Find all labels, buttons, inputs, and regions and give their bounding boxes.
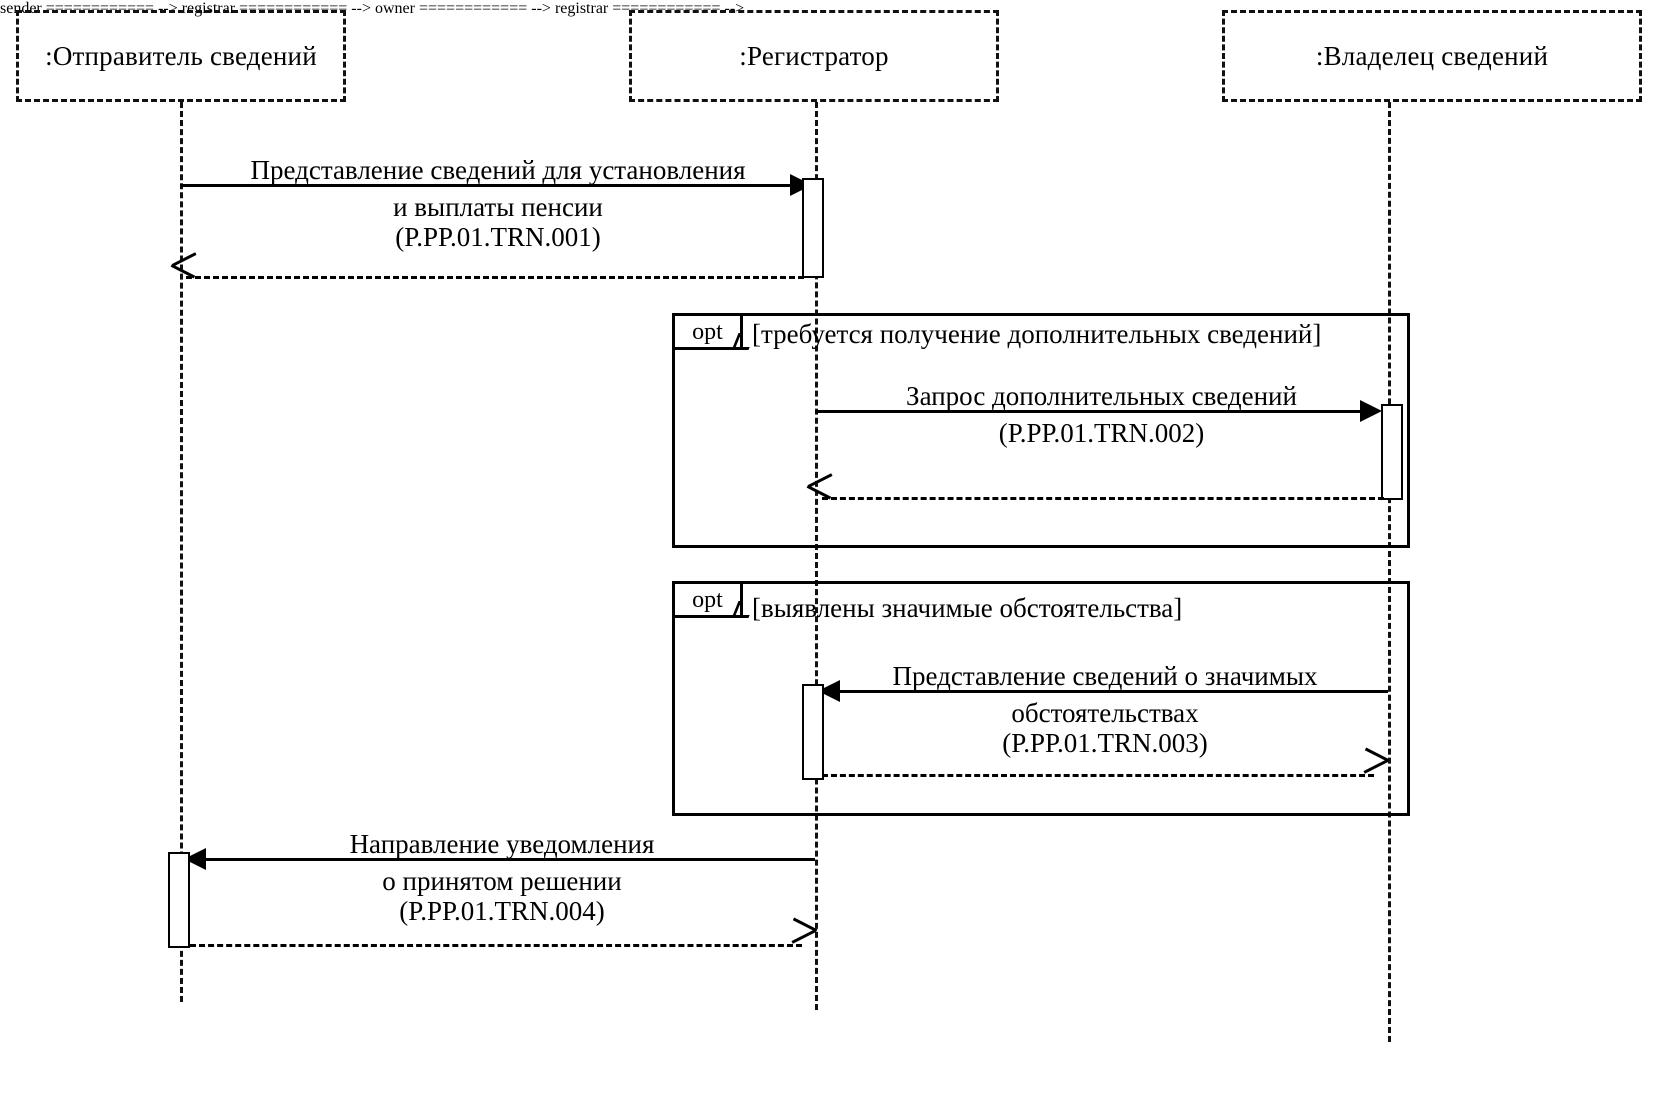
actor-box-registrar[interactable]: :Регистратор xyxy=(629,10,999,102)
message-line-trn004 xyxy=(205,858,815,861)
message-label-trn001-line2: и выплаты пенсии xyxy=(393,192,603,222)
activation-bar-registrar-2 xyxy=(802,684,824,780)
message-code-trn004: (P.PP.01.TRN.004) xyxy=(399,896,605,926)
actor-box-sender[interactable]: :Отправитель сведений xyxy=(16,10,346,102)
arrowhead-trn002-return xyxy=(806,473,834,511)
fragment-opt2-guard: [выявлены значимые обстоятельства] xyxy=(752,593,1183,623)
message-code-trn002: (P.PP.01.TRN.002) xyxy=(998,418,1205,448)
message-sublabel-trn004: о принятом решении (P.PP.01.TRN.004) xyxy=(188,866,816,926)
message-sublabel-trn001: и выплаты пенсии (P.PP.01.TRN.001) xyxy=(180,192,816,252)
fragment-opt2[interactable]: opt xyxy=(672,581,1410,816)
fragment-opt2-operator: opt xyxy=(692,586,723,613)
message-label-trn004: Направление уведомления xyxy=(188,829,816,859)
lifeline-owner xyxy=(1388,102,1391,1042)
fragment-opt1-tab: opt xyxy=(675,316,743,350)
arrowhead-trn002 xyxy=(1360,400,1382,422)
message-code-trn001: (P.PP.01.TRN.001) xyxy=(395,222,601,252)
activation-bar-owner-1 xyxy=(1381,404,1403,500)
activation-bar-registrar-1 xyxy=(802,178,824,278)
actor-label-owner: :Владелец сведений xyxy=(1315,40,1549,71)
message-line-trn003 xyxy=(840,690,1388,693)
message-label-trn002-line1: Запрос дополнительных сведений xyxy=(906,381,1297,411)
actor-box-owner[interactable]: :Владелец сведений xyxy=(1222,10,1642,102)
message-label-trn004-line2: о принятом решении xyxy=(382,866,622,896)
message-sublabel-trn002: (P.PP.01.TRN.002) xyxy=(815,418,1388,448)
message-line-trn002 xyxy=(815,410,1368,413)
message-label-trn002: Запрос дополнительных сведений xyxy=(815,381,1388,411)
message-label-trn003: Представление сведений о значимых xyxy=(822,661,1388,691)
message-label-trn003-line2: обстоятельствах xyxy=(1011,698,1199,728)
message-code-trn003: (P.PP.01.TRN.003) xyxy=(1002,728,1208,758)
lifeline-registrar xyxy=(815,102,818,1010)
arrowhead-trn001-return xyxy=(170,252,198,290)
message-label-trn004-line1: Направление уведомления xyxy=(349,829,655,859)
arrowhead-trn003-return xyxy=(1362,747,1390,788)
lifeline-sender xyxy=(180,102,183,1002)
actor-label-sender: :Отправитель сведений xyxy=(45,40,317,71)
fragment-opt1-operator: opt xyxy=(692,318,723,345)
message-label-trn003-line1: Представление сведений о значимых xyxy=(892,661,1318,691)
message-line-trn001-return xyxy=(186,276,804,279)
message-sublabel-trn003: обстоятельствах (P.PP.01.TRN.003) xyxy=(822,698,1388,758)
fragment-opt1-guard: [требуется получение дополнительных свед… xyxy=(752,319,1322,349)
message-line-trn001 xyxy=(180,184,798,187)
message-line-trn003-return xyxy=(822,774,1374,777)
message-label-trn001-line1: Представление сведений для установления xyxy=(250,155,746,185)
actor-label-registrar: :Регистратор xyxy=(739,40,889,71)
activation-bar-sender-1 xyxy=(168,852,190,948)
message-label-trn001: Представление сведений для установления xyxy=(180,155,816,185)
arrowhead-trn004-return xyxy=(790,917,818,958)
fragment-opt1[interactable]: opt xyxy=(672,313,1410,548)
message-line-trn002-return xyxy=(822,497,1384,500)
fragment-opt2-tab: opt xyxy=(675,584,743,618)
message-line-trn004-return xyxy=(190,944,802,947)
